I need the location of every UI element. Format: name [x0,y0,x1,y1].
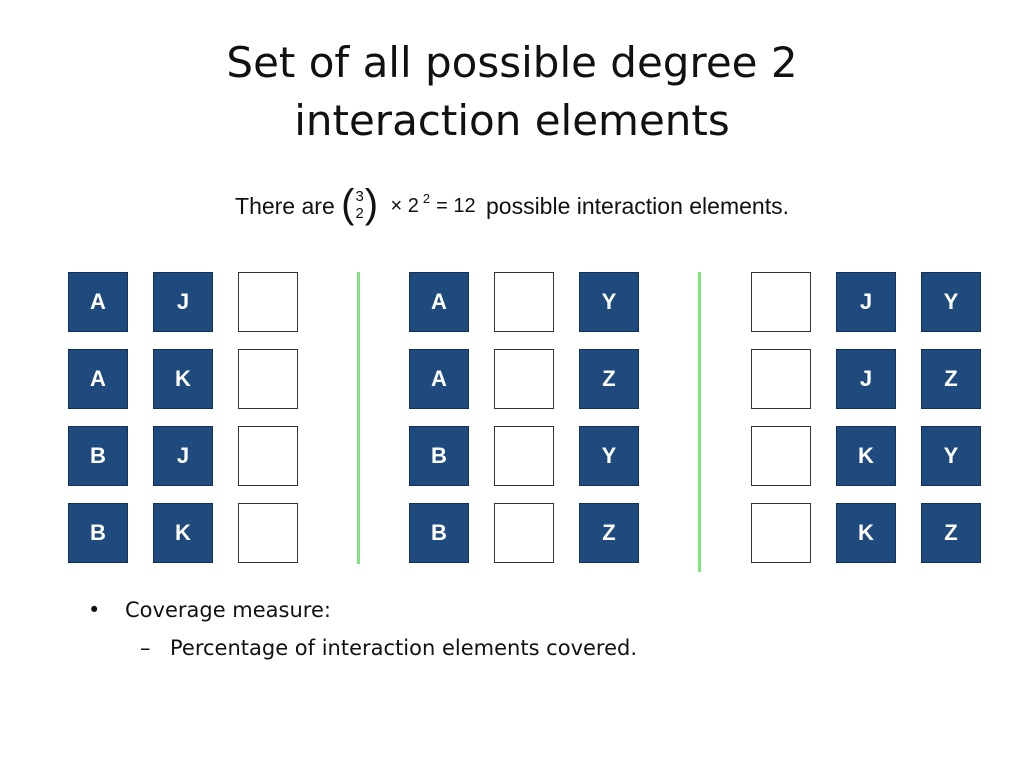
element-cell: A [409,349,469,409]
element-cell: Z [579,503,639,563]
element-cell: A [409,272,469,332]
formula-equals: = 12 [436,195,476,217]
empty-cell [494,426,554,486]
element-cell: K [153,349,213,409]
formula-exponent: 2 [422,191,431,206]
empty-cell [751,272,811,332]
element-cell: A [68,272,128,332]
empty-cell [751,503,811,563]
sub-bullet-marker: – [140,636,151,660]
element-cell: B [68,503,128,563]
title-line-1: Set of all possible degree 2 [226,38,798,87]
element-cell: Z [921,503,981,563]
element-cell: Y [921,426,981,486]
binomial-close-paren: ) [364,182,379,226]
element-cell: J [153,272,213,332]
group-divider-1 [357,272,360,564]
empty-cell [751,349,811,409]
element-cell: B [68,426,128,486]
element-cell: Y [579,426,639,486]
element-cell: Z [579,349,639,409]
element-cell: K [836,503,896,563]
element-cell: A [68,349,128,409]
empty-cell [494,272,554,332]
sub-bullet-text: Percentage of interaction elements cover… [170,636,638,660]
element-cell: K [836,426,896,486]
binomial-bottom: 2 [355,204,364,222]
element-cell: J [836,349,896,409]
formula-prefix: There are [235,193,335,219]
empty-cell [751,426,811,486]
empty-cell [494,349,554,409]
empty-cell [238,349,298,409]
element-cell: Z [921,349,981,409]
group-divider-2 [698,272,701,572]
empty-cell [238,503,298,563]
element-cell: B [409,426,469,486]
bullet-marker: • [88,598,101,622]
formula-suffix: possible interaction elements. [485,193,789,219]
binomial-open-paren: ( [341,182,355,226]
element-cell: J [153,426,213,486]
element-cell: J [836,272,896,332]
empty-cell [238,426,298,486]
binomial-top: 3 [355,187,364,205]
element-cell: B [409,503,469,563]
empty-cell [238,272,298,332]
element-cell: Y [921,272,981,332]
empty-cell [494,503,554,563]
element-cell: Y [579,272,639,332]
slide-title: Set of all possible degree 2 interaction… [0,34,1024,150]
title-line-2: interaction elements [294,96,730,145]
bullet-text: Coverage measure: [125,598,331,622]
formula-times: × 2 [390,195,419,217]
element-cell: K [153,503,213,563]
